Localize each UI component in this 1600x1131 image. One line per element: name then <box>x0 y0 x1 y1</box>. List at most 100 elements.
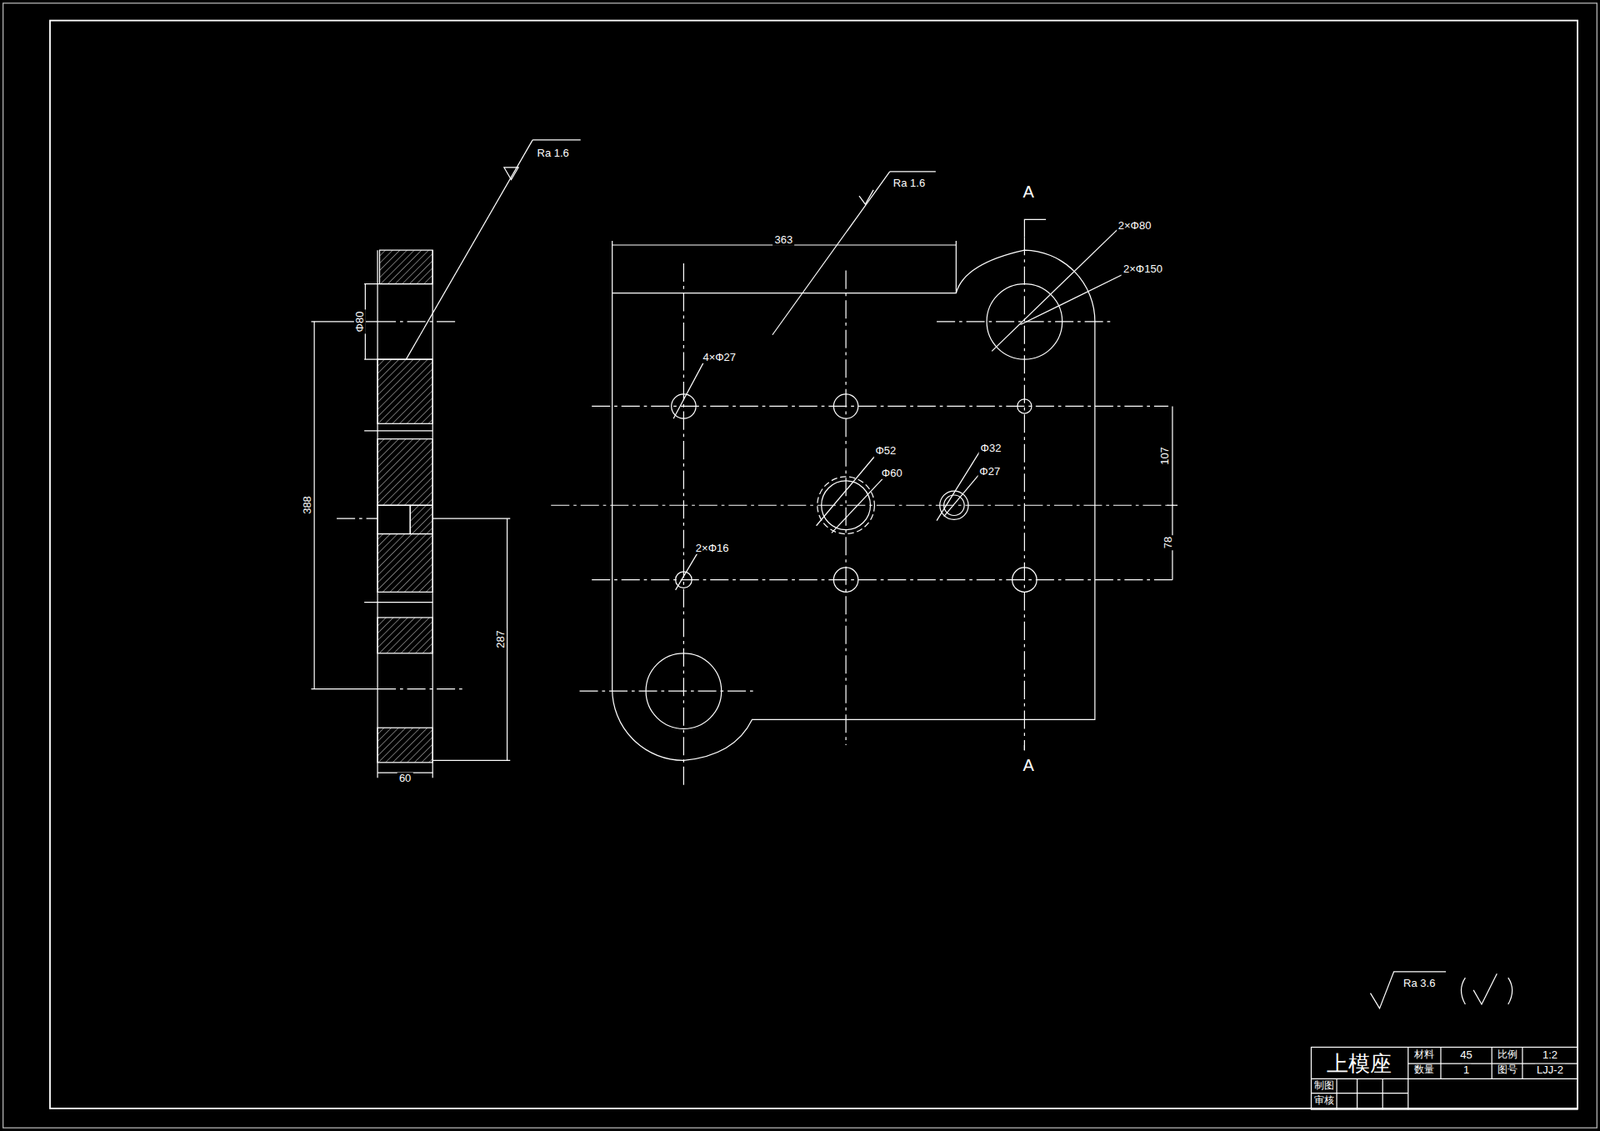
dimension: Φ32 <box>979 441 1004 454</box>
section-view-part <box>314 321 315 690</box>
roughness-note: Ra 1.6 <box>891 177 927 190</box>
plan-view-part <box>831 477 884 533</box>
plan-view-part <box>936 450 981 520</box>
plan-view-part-part <box>683 263 685 786</box>
table-cell: 制图 <box>1314 1080 1335 1091</box>
section-view-part-part <box>377 320 460 322</box>
table-cell: 材料 <box>1414 1050 1435 1061</box>
section-mark: A <box>1021 755 1036 775</box>
roughness-note: Ra 1.6 <box>535 147 571 160</box>
plan-view-part <box>675 552 699 590</box>
dimension: Φ80 <box>354 309 366 334</box>
dimension: 2×Φ16 <box>694 541 731 554</box>
title-block-part <box>1310 1078 1578 1080</box>
dimension: 107 <box>1159 445 1171 467</box>
section-mark: A <box>1021 182 1036 201</box>
roughness-symbol-part <box>1473 973 1497 1005</box>
sheet-frame-part <box>50 20 1578 1109</box>
title-block <box>1310 1046 1578 1110</box>
plan-view-part <box>955 240 957 293</box>
section-view-part-part <box>377 439 433 506</box>
title-block-part <box>1356 1078 1358 1110</box>
dimension: Φ52 <box>873 445 898 457</box>
section-view-part <box>504 167 519 180</box>
section-view-part-part <box>380 250 434 284</box>
table-cell: 图号 <box>1497 1065 1518 1076</box>
table-cell: 45 <box>1458 1049 1474 1061</box>
plan-view-part-part <box>580 690 756 691</box>
title-block-part <box>1521 1046 1523 1079</box>
table-cell: 1:2 <box>1540 1049 1560 1061</box>
title-block-part <box>1407 1046 1409 1110</box>
plan-view-part-part <box>1024 236 1025 750</box>
dimension: Φ27 <box>977 465 1002 478</box>
table-cell: 比例 <box>1497 1050 1518 1061</box>
section-view-part <box>377 505 410 534</box>
section-view-part-part <box>336 518 378 520</box>
drawing-sheet-part <box>3 3 1598 1128</box>
section-view-part <box>376 250 378 778</box>
section-view-part <box>364 430 433 431</box>
part-name: 上模座 <box>1325 1051 1393 1076</box>
plan-view-part <box>1167 505 1178 506</box>
roughness-note: Ra 3.6 <box>1401 977 1437 990</box>
title-block-part <box>1382 1078 1384 1110</box>
roughness-symbol-part <box>1460 977 1465 1005</box>
section-view-part-part <box>377 688 465 690</box>
plan-view <box>550 171 1178 786</box>
roughness-symbol-part <box>1370 971 1446 1009</box>
plan-view-part <box>944 472 981 517</box>
dimension: 4×Φ27 <box>700 350 738 363</box>
plan-view-part-part <box>591 405 1169 407</box>
section-view-part <box>432 250 434 778</box>
plan-view-part <box>890 170 936 172</box>
table-cell: 审核 <box>1314 1095 1335 1107</box>
section-view-part <box>364 283 433 285</box>
plan-view-part <box>1171 405 1173 580</box>
table-cell: LJJ-2 <box>1535 1064 1565 1076</box>
section-view-part <box>432 518 510 520</box>
plan-view-part-part <box>591 579 1174 580</box>
section-view-part <box>532 139 581 140</box>
dimension: 2×Φ80 <box>1116 219 1154 231</box>
plan-view-part <box>772 171 890 335</box>
title-block-part <box>1440 1046 1441 1079</box>
plan-view-part <box>550 236 1174 786</box>
plan-view-part <box>611 240 613 293</box>
plan-view-part <box>1024 745 1025 750</box>
section-view-part-part <box>377 727 433 763</box>
dimension: 388 <box>300 494 313 516</box>
section-view-part <box>336 321 465 690</box>
title-block-part <box>1335 1078 1337 1110</box>
plan-view-part-part <box>936 320 1113 322</box>
section-view-part <box>432 760 510 761</box>
plan-view-part <box>991 228 1119 351</box>
dimension: 78 <box>1162 535 1175 550</box>
section-view-part <box>364 601 433 603</box>
plan-view-part <box>1024 219 1046 237</box>
section-view-part <box>310 688 378 690</box>
section-view-part-part <box>377 617 433 654</box>
roughness-symbol <box>1370 971 1512 1009</box>
section-view-part-part <box>377 359 433 424</box>
plan-view-part <box>816 455 876 525</box>
title-block-part <box>1491 1046 1493 1079</box>
section-view-part-part <box>410 505 433 534</box>
dimension: 363 <box>773 234 795 246</box>
roughness-symbol-part <box>1508 977 1513 1005</box>
dimension: 2×Φ150 <box>1121 263 1165 275</box>
sheet-frame <box>3 3 1598 1128</box>
dimension: 287 <box>495 628 507 650</box>
plan-view-part <box>673 361 705 420</box>
section-view-part <box>364 359 433 360</box>
dimension: Φ60 <box>880 467 905 480</box>
table-cell: 1 <box>1461 1064 1471 1076</box>
dimension: 60 <box>397 772 413 785</box>
section-view-part-part <box>377 534 433 593</box>
title-block-part <box>1310 1046 1578 1110</box>
plan-view-part-part <box>845 270 846 745</box>
section-view-part <box>405 140 533 360</box>
section-view <box>310 140 580 778</box>
